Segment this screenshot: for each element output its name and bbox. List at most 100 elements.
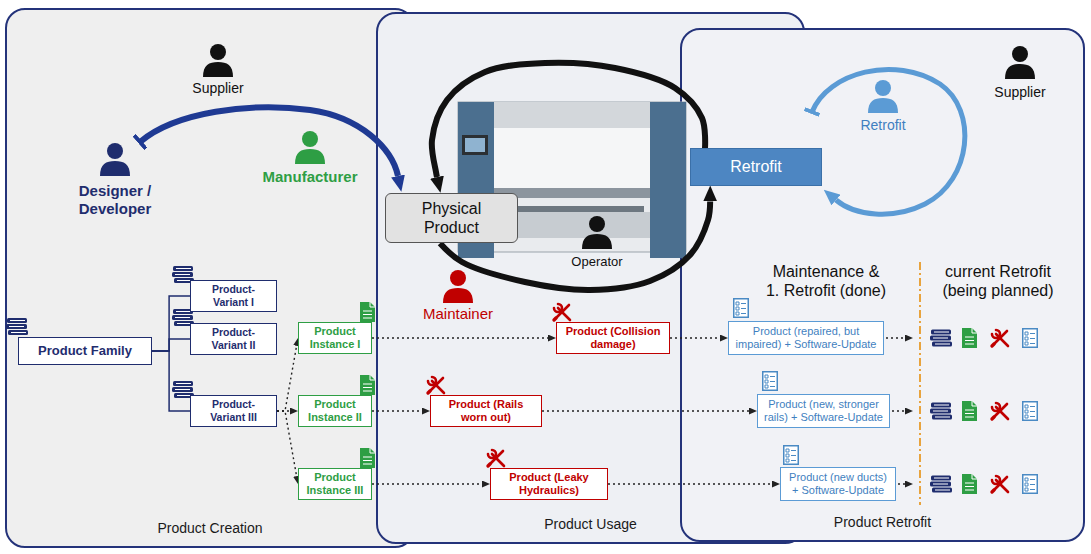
manufacturer-icon: [295, 131, 325, 164]
cycle-arrow: [440, 201, 710, 290]
variant-box: Product-Variant III: [190, 395, 277, 426]
phase-divider: [919, 262, 921, 505]
node-text: Product Instance II: [302, 398, 368, 424]
role-label: Maintainer: [408, 305, 508, 323]
machine-bed: [494, 212, 650, 238]
node-text: Product (new, stronger rails) + Software…: [762, 398, 885, 424]
machine-die: [500, 206, 644, 212]
variant-box: Product-Variant I: [190, 280, 277, 311]
node-text: Product (Leaky Hydraulics): [495, 471, 603, 497]
document-icon: [962, 474, 977, 494]
retrofit-icon: [868, 80, 898, 113]
checklist-icon: [734, 299, 749, 318]
machine-front-panel: [494, 128, 650, 188]
checklist-icon: [1023, 402, 1038, 421]
variant-box: Product-Variant II: [190, 323, 277, 354]
node-text: Product (new ducts) + Software-Update: [785, 471, 891, 497]
book-stack-icon: [930, 476, 952, 493]
phase-heading: current Retrofit (being planned): [928, 262, 1068, 300]
update-box: Product (repaired, but impaired) + Softw…: [728, 321, 884, 355]
tools-icon: [992, 476, 1008, 492]
checklist-icon: [1023, 475, 1038, 494]
flow-arrow: [277, 346, 297, 411]
node-text: Product Retrofit: [834, 514, 931, 530]
flow-arrow: [542, 410, 749, 411]
tree-line: [152, 296, 190, 351]
flow-arrow: [886, 337, 905, 338]
family-box: Product Family: [18, 337, 152, 365]
node-text: Product (Collision damage): [561, 325, 665, 351]
document-icon: [962, 401, 977, 421]
book-stack-icon: [6, 318, 28, 335]
machine-screen: [465, 138, 485, 152]
checklist-icon: [1023, 329, 1038, 348]
node-text: Product-Variant II: [195, 326, 272, 351]
checklist-icon: [763, 372, 778, 391]
role-label: Supplier: [980, 84, 1060, 101]
supplier-icon: [203, 44, 233, 77]
role-label: Manufacturer: [250, 168, 370, 186]
node-text: Product Creation: [157, 520, 262, 536]
role-label: Retrofit: [843, 117, 923, 134]
operator-icon: [582, 216, 612, 249]
node-text: Product (Rails worn out): [435, 398, 537, 424]
node-text: Product Usage: [544, 516, 637, 532]
document-icon: [360, 375, 375, 395]
tree-line: [152, 339, 190, 351]
design-flow-arrow: [140, 107, 398, 176]
document-icon: [360, 302, 375, 322]
book-stack-icon: [172, 381, 194, 398]
book-stack-icon: [172, 266, 194, 283]
instance-box: Product Instance III: [298, 468, 372, 500]
flow-arrow: [898, 483, 905, 484]
damage-box: Product (Leaky Hydraulics): [490, 468, 608, 500]
tools-icon: [992, 403, 1008, 419]
role-label: Supplier: [178, 80, 258, 97]
machine-screen-frame: [462, 135, 488, 155]
designer-icon: [100, 143, 130, 176]
node-text: Product-Variant III: [195, 398, 272, 423]
flow-arrow: [608, 483, 772, 484]
role-label: Designer / Developer: [65, 182, 165, 218]
flow-arrow: [670, 337, 720, 338]
update-box: Product (new ducts) + Software-Update: [780, 467, 896, 501]
instance-box: Product Instance I: [298, 322, 372, 354]
update-box: Product (new, stronger rails) + Software…: [757, 394, 890, 428]
book-stack-icon: [930, 403, 952, 420]
product-box: Physical Product: [385, 193, 518, 243]
node-text: Physical Product: [392, 199, 511, 237]
retrofit-box: Retrofit: [690, 148, 822, 185]
document-icon: [962, 328, 977, 348]
tree-line: [152, 351, 190, 411]
node-text: Product-Variant I: [195, 283, 272, 308]
supplier-icon: [1005, 46, 1035, 79]
phase-heading: Maintenance & 1. Retrofit (done): [765, 262, 888, 300]
checklist-icon: [784, 446, 799, 465]
node-text: Product Family: [25, 343, 145, 359]
machine-column: [458, 102, 494, 258]
tools-icon: [428, 377, 444, 393]
tools-icon: [992, 330, 1008, 346]
node-text: Retrofit: [697, 157, 815, 176]
maintainer-icon: [443, 270, 473, 303]
machine-column: [650, 102, 686, 258]
tools-icon: [488, 450, 504, 466]
damage-box: Product (Rails worn out): [430, 395, 542, 427]
document-icon: [360, 448, 375, 468]
flow-arrow: [277, 411, 297, 476]
node-text: Product (repaired, but impaired) + Softw…: [733, 325, 879, 351]
press-brake-illustration: [458, 102, 686, 258]
tools-icon: [554, 304, 570, 320]
instance-box: Product Instance II: [298, 395, 372, 427]
retrofit-cycle-arrow: [812, 69, 965, 214]
role-label: Operator: [557, 254, 637, 270]
machine-punch: [494, 188, 650, 198]
flow-arrow: [372, 337, 548, 338]
flow-arrow: [892, 410, 905, 411]
flow-arrow: [372, 410, 422, 411]
cycle-arrow: [432, 63, 705, 177]
book-stack-icon: [930, 330, 952, 347]
flow-arrow: [372, 483, 482, 484]
